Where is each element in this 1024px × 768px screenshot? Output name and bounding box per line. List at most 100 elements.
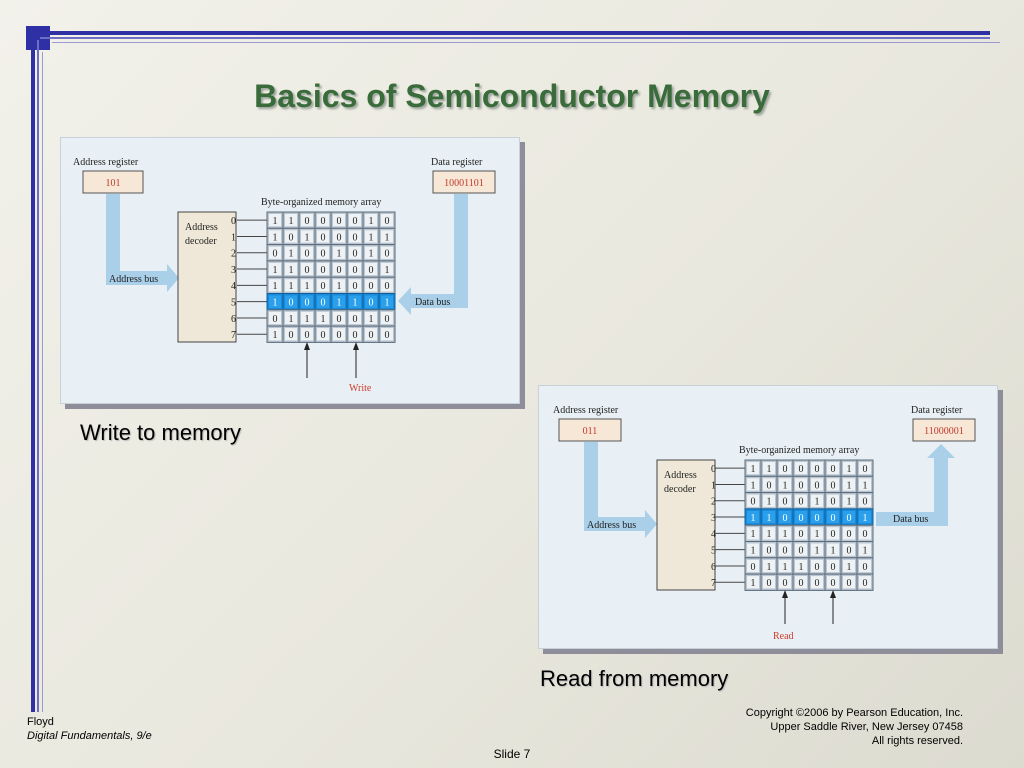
memory-cell-inner	[333, 279, 345, 292]
memory-bit: 1	[305, 281, 310, 292]
memory-cell-inner	[301, 262, 313, 276]
memory-cell-inner	[795, 478, 807, 491]
memory-bit: 1	[385, 232, 390, 243]
memory-cell-inner	[365, 295, 377, 308]
memory-bit: 0	[305, 330, 310, 341]
memory-cell-inner	[333, 328, 345, 341]
memory-cell-inner	[333, 214, 345, 227]
read-memory-diagram: Address register 011 Address bus Address…	[538, 385, 998, 649]
address-register-value: 011	[583, 426, 598, 437]
row-index-label: 4	[711, 529, 716, 540]
memory-bit: 0	[863, 529, 868, 540]
slide-title: Basics of Semiconductor Memory	[254, 78, 770, 114]
memory-bit: 0	[353, 265, 358, 276]
memory-bit: 0	[385, 216, 390, 227]
memory-cell-inner	[827, 510, 839, 524]
memory-bit: 0	[863, 578, 868, 589]
memory-cell-inner	[285, 230, 297, 243]
memory-bit: 1	[337, 298, 342, 309]
memory-bit: 0	[783, 497, 788, 508]
memory-bit: 1	[751, 529, 756, 540]
memory-cell-inner	[349, 230, 361, 243]
memory-cell-inner	[285, 262, 297, 276]
data-register-label: Data register	[431, 157, 483, 168]
memory-cell-inner	[349, 311, 361, 325]
memory-bit: 0	[305, 216, 310, 227]
row-index-label: 2	[711, 497, 716, 508]
memory-cell-inner	[859, 527, 871, 540]
write-memory-diagram: Address register 101 Address bus Address…	[60, 137, 520, 404]
memory-cell-inner	[333, 230, 345, 243]
memory-cell-inner	[843, 527, 855, 540]
memory-cell-inner	[779, 462, 791, 475]
memory-bit: 1	[751, 578, 756, 589]
memory-bit: 1	[305, 232, 310, 243]
memory-cell-inner	[763, 510, 775, 524]
copyright-line-3: All rights reserved.	[871, 735, 963, 747]
memory-bit: 0	[321, 330, 326, 341]
memory-bit: 1	[353, 298, 358, 309]
memory-bit: 0	[847, 578, 852, 589]
memory-cell-inner	[285, 246, 297, 259]
data-register-label: Data register	[911, 405, 963, 416]
memory-cell-inner	[827, 527, 839, 540]
write-caption: Write to memory	[80, 420, 241, 445]
memory-cell-inner	[843, 559, 855, 573]
memory-bit: 0	[815, 464, 820, 475]
address-register-label: Address register	[553, 405, 619, 416]
memory-cell-inner	[827, 576, 839, 589]
memory-cell-inner	[763, 494, 775, 507]
memory-bit: 0	[799, 497, 804, 508]
row-index-label: 0	[231, 216, 236, 227]
memory-bit: 1	[289, 265, 294, 276]
memory-cell-inner	[747, 559, 759, 573]
frame-top-line-2	[40, 37, 990, 39]
memory-bit: 0	[831, 497, 836, 508]
memory-bit: 1	[783, 529, 788, 540]
memory-cell-inner	[763, 462, 775, 475]
frame-left-line	[31, 40, 35, 712]
memory-cell-inner	[349, 279, 361, 292]
memory-bit: 1	[767, 497, 772, 508]
memory-bit: 0	[783, 513, 788, 524]
memory-cell-inner	[365, 328, 377, 341]
write-control-label: Write	[349, 383, 372, 394]
memory-cell-inner	[747, 510, 759, 524]
memory-bit: 1	[863, 480, 868, 491]
memory-cell-inner	[843, 494, 855, 507]
memory-bit: 0	[337, 330, 342, 341]
memory-cell-inner	[301, 311, 313, 325]
memory-bit: 0	[767, 578, 772, 589]
memory-bit: 1	[273, 216, 278, 227]
memory-bit: 0	[337, 216, 342, 227]
memory-bit: 0	[353, 281, 358, 292]
memory-cell-inner	[285, 311, 297, 325]
decoder-label-2: decoder	[185, 236, 217, 247]
memory-bit: 1	[767, 529, 772, 540]
memory-cell-inner	[795, 543, 807, 556]
memory-cell-inner	[317, 262, 329, 276]
address-bus-arrow	[106, 194, 179, 292]
memory-bit: 1	[337, 249, 342, 260]
memory-cell-inner	[779, 510, 791, 524]
memory-bit: 0	[273, 314, 278, 325]
memory-bit: 0	[385, 281, 390, 292]
address-register-box	[558, 418, 622, 442]
memory-cell-inner	[365, 279, 377, 292]
memory-cell-inner	[365, 311, 377, 325]
memory-cell-inner	[269, 311, 281, 325]
memory-bit: 1	[369, 314, 374, 325]
memory-bit: 0	[799, 464, 804, 475]
memory-bit: 0	[863, 562, 868, 573]
memory-bit: 1	[767, 562, 772, 573]
memory-cell-inner	[381, 246, 393, 259]
memory-bit: 0	[369, 330, 374, 341]
memory-bit: 0	[321, 216, 326, 227]
decoder-label-1: Address	[185, 222, 218, 233]
data-register-value: 10001101	[444, 178, 484, 189]
frame-top-line	[40, 31, 990, 35]
memory-cell-inner	[795, 494, 807, 507]
memory-bit: 0	[321, 232, 326, 243]
memory-cell-inner	[333, 311, 345, 325]
